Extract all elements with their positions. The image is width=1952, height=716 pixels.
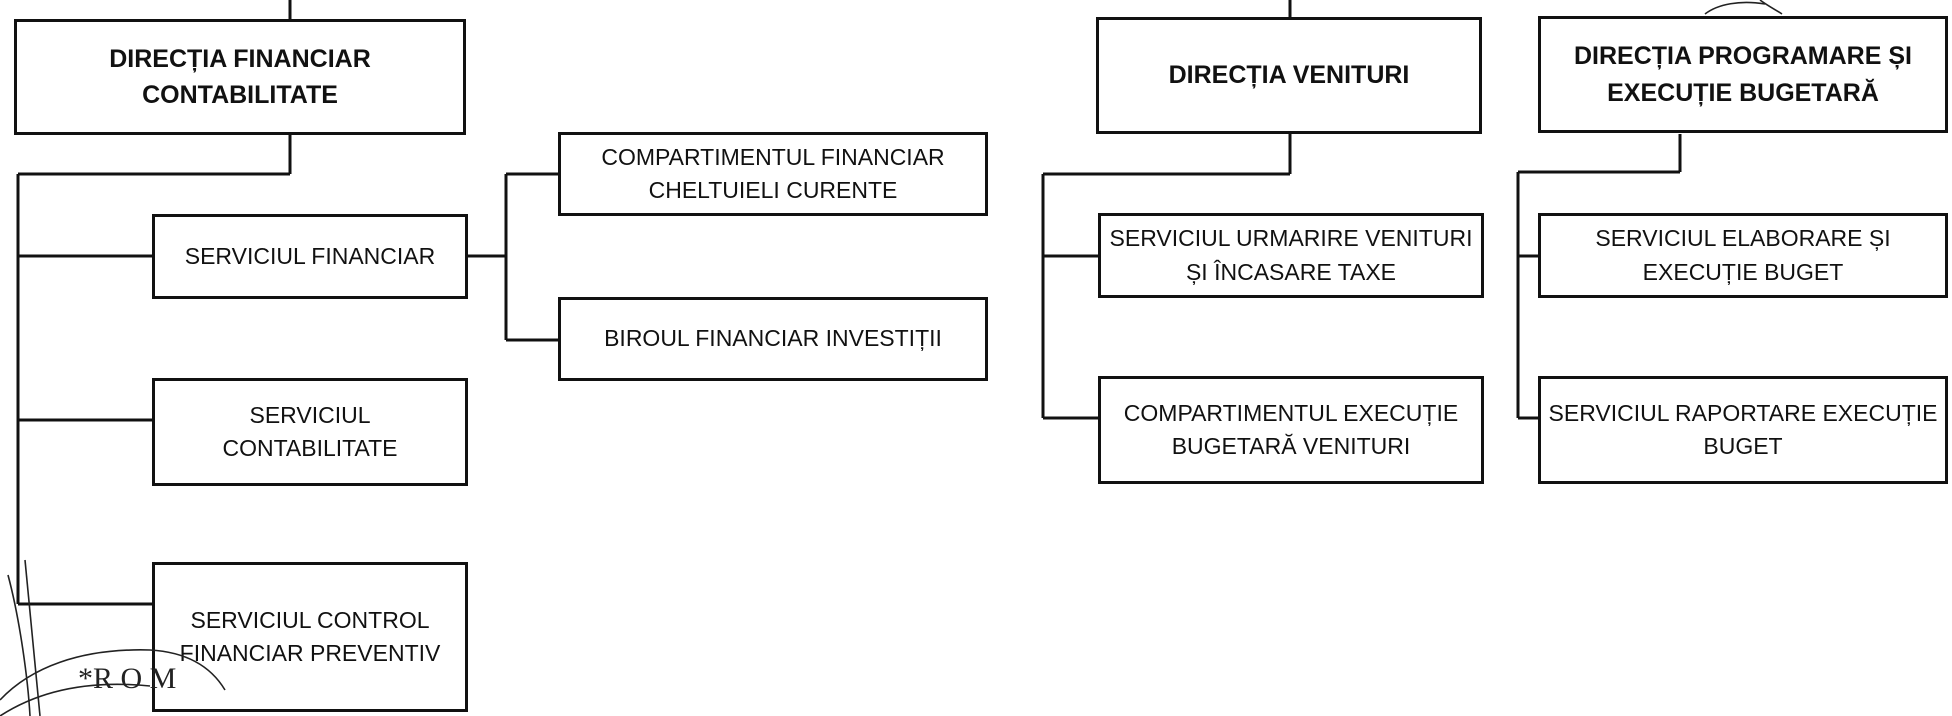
serviciul-financiar-label: SERVICIUL FINANCIAR (184, 242, 436, 269)
serviciul-urmarire-venituri-label: SERVICIUL URMARIRE VENITURI ȘI ÎNCASARE … (1109, 225, 1473, 285)
serviciul-control-financiar-label: SERVICIUL CONTROL FINANCIAR PREVENTIV (179, 606, 441, 666)
serviciul-elaborare-label: SERVICIUL ELABORARE ȘI EXECUȚIE BUGET (1595, 225, 1891, 285)
directia-financiar-contabilitate-label: DIRECȚIA FINANCIAR CONTABILITATE (109, 44, 371, 109)
directia-programare-label: DIRECȚIA PROGRAMARE ȘI EXECUȚIE BUGETARĂ (1574, 42, 1912, 107)
serviciul-raportare-label: SERVICIUL RAPORTARE EXECUȚIE BUGET (1548, 399, 1938, 459)
serviciul-contabilitate-box: SERVICIUL CONTABILITATE (152, 378, 468, 486)
biroul-financiar-investitii-label: BIROUL FINANCIAR INVESTIȚII (604, 325, 942, 352)
serviciul-control-financiar-box: SERVICIUL CONTROL FINANCIAR PREVENTIV (152, 562, 468, 712)
directia-financiar-contabilitate-box: DIRECȚIA FINANCIAR CONTABILITATE (14, 19, 466, 135)
compartimentul-executie-venituri-box: COMPARTIMENTUL EXECUȚIE BUGETARĂ VENITUR… (1098, 376, 1484, 484)
directia-programare-box: DIRECȚIA PROGRAMARE ȘI EXECUȚIE BUGETARĂ (1538, 16, 1948, 133)
serviciul-urmarire-venituri-box: SERVICIUL URMARIRE VENITURI ȘI ÎNCASARE … (1098, 213, 1484, 298)
biroul-financiar-investitii-box: BIROUL FINANCIAR INVESTIȚII (558, 297, 988, 381)
directia-venituri-label: DIRECȚIA VENITURI (1168, 61, 1410, 90)
compartimentul-executie-venituri-label: COMPARTIMENTUL EXECUȚIE BUGETARĂ VENITUR… (1123, 399, 1459, 459)
serviciul-elaborare-box: SERVICIUL ELABORARE ȘI EXECUȚIE BUGET (1538, 213, 1948, 298)
compartimentul-financiar-cheltuieli-box: COMPARTIMENTUL FINANCIAR CHELTUIELI CURE… (558, 132, 988, 216)
compartimentul-financiar-cheltuieli-label: COMPARTIMENTUL FINANCIAR CHELTUIELI CURE… (601, 143, 945, 203)
serviciul-financiar-box: SERVICIUL FINANCIAR (152, 214, 468, 299)
serviciul-contabilitate-label: SERVICIUL CONTABILITATE (222, 401, 398, 461)
directia-venituri-box: DIRECȚIA VENITURI (1096, 17, 1482, 134)
serviciul-raportare-box: SERVICIUL RAPORTARE EXECUȚIE BUGET (1538, 376, 1948, 484)
